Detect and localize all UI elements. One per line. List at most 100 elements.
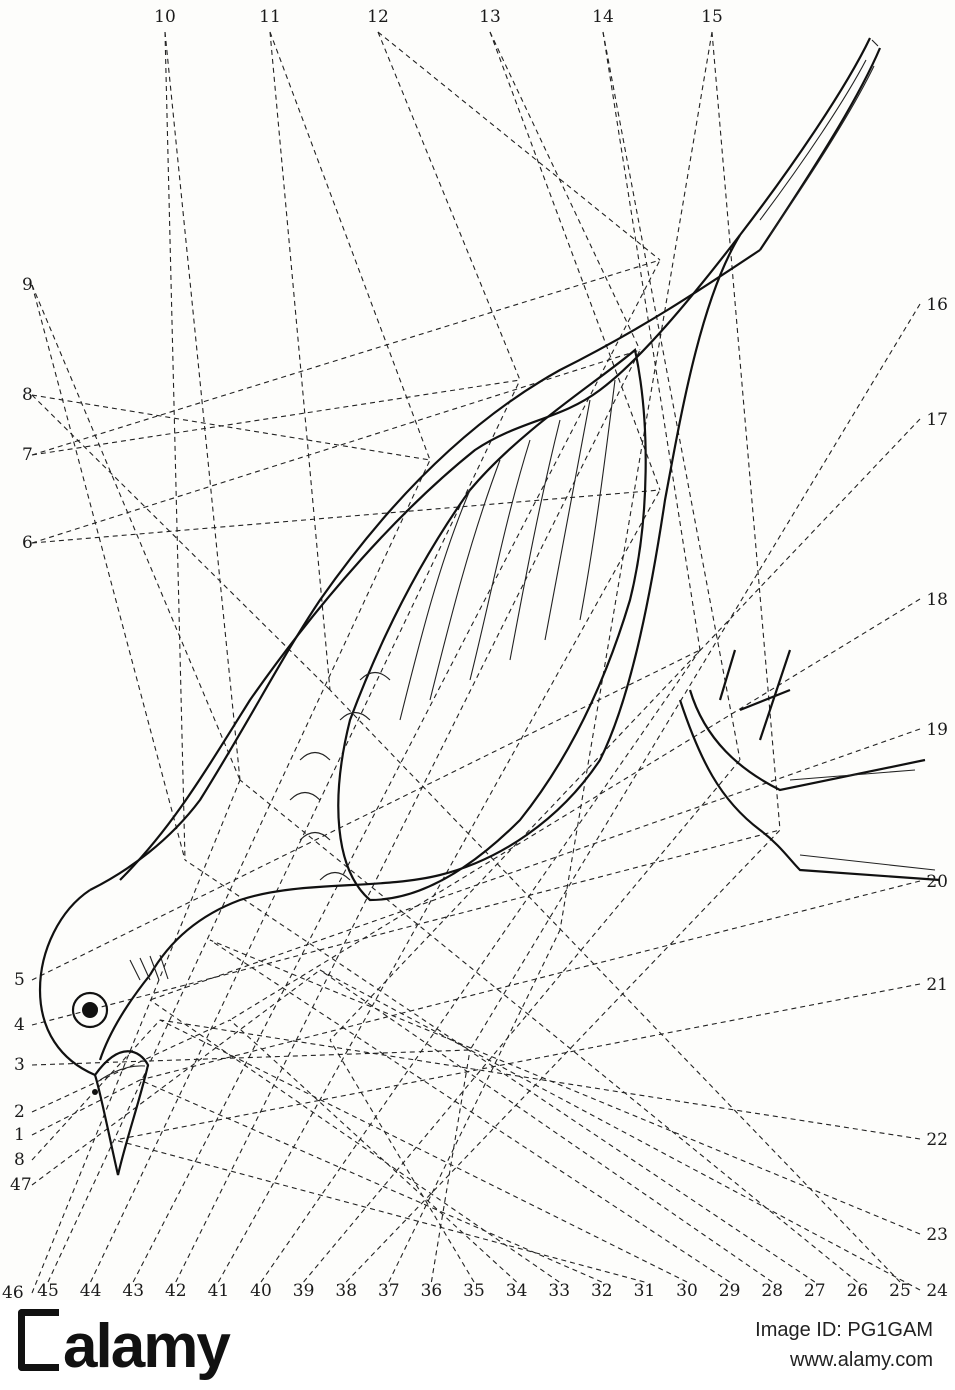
figure-label-bottom-0: 45 bbox=[37, 1281, 59, 1300]
leader-line-left-4-a bbox=[31, 649, 701, 981]
figure-label-bottom-1: 44 bbox=[80, 1281, 102, 1300]
leader-line-right-16 bbox=[469, 303, 921, 1051]
figure-label-bottom-9: 36 bbox=[421, 1281, 443, 1300]
leader-line-left-6-a bbox=[31, 1049, 471, 1066]
leader-line-top-13-b bbox=[489, 31, 661, 491]
figure-label-bottom-15: 30 bbox=[676, 1281, 698, 1300]
leader-line-left-0-a bbox=[31, 284, 186, 861]
alamy-logo: alamy bbox=[18, 1308, 231, 1382]
leader-line-top-11-b bbox=[269, 31, 431, 461]
figure-label-bottom-13: 32 bbox=[591, 1281, 613, 1300]
figure-label-bottom-2: 43 bbox=[122, 1281, 144, 1300]
leader-line-right-20 bbox=[139, 880, 921, 1081]
leader-line-bottom-0 bbox=[47, 459, 431, 1283]
figure-label-bottom-12: 33 bbox=[548, 1281, 570, 1300]
figure-label-right-23: 23 bbox=[926, 1225, 948, 1245]
leader-line-bottom-9 bbox=[430, 1049, 471, 1283]
figure-label-bottom-10: 35 bbox=[463, 1281, 485, 1300]
figure-label-left-7: 2 bbox=[14, 1102, 25, 1122]
figure-label-left-3: 6 bbox=[22, 533, 33, 553]
leader-line-bottom-3 bbox=[175, 349, 641, 1283]
leader-line-right-23 bbox=[209, 939, 921, 1235]
figure-label-right-16: 16 bbox=[926, 295, 948, 315]
figure-label-top-13: 13 bbox=[479, 7, 501, 27]
figure-label-bottom-3: 42 bbox=[165, 1281, 187, 1300]
leader-line-bottom-12 bbox=[149, 999, 560, 1283]
leader-line-bottom-17 bbox=[319, 969, 773, 1283]
figure-label-bottom-20: 25 bbox=[889, 1281, 911, 1300]
leader-line-left-2-b bbox=[31, 259, 661, 456]
leader-line-bottom-16 bbox=[209, 939, 730, 1283]
figure-label-bottom-14: 31 bbox=[634, 1281, 656, 1300]
figure-label-left-0: 9 bbox=[22, 275, 33, 295]
figure-label-left-8: 1 bbox=[14, 1125, 25, 1145]
leader-line-left-1-b bbox=[31, 394, 431, 461]
figure-label-left-6: 3 bbox=[14, 1055, 25, 1075]
leader-line-left-10-a bbox=[31, 969, 321, 1186]
figure-label-bottom-16: 29 bbox=[719, 1281, 741, 1300]
figure-label-left-9: 8 bbox=[14, 1150, 25, 1170]
leader-line-bottom-8 bbox=[388, 929, 561, 1283]
figure-label-left-11: 46 bbox=[2, 1283, 24, 1300]
leader-line-right-17 bbox=[329, 418, 921, 1041]
leader-line-left-7-a bbox=[31, 1019, 231, 1113]
watermark-footer: alamy Image ID: PG1GAM www.alamy.com bbox=[0, 1300, 955, 1390]
leader-line-left-3-a bbox=[31, 349, 641, 544]
figure-label-bottom-5: 40 bbox=[250, 1281, 272, 1300]
image-meta: Image ID: PG1GAM www.alamy.com bbox=[755, 1315, 933, 1375]
leader-line-bottom-18 bbox=[184, 859, 816, 1283]
figure-label-top-12: 12 bbox=[367, 7, 389, 27]
figure-label-top-10: 10 bbox=[154, 7, 176, 27]
figure-label-top-14: 14 bbox=[592, 7, 614, 27]
leader-line-bottom-2 bbox=[132, 259, 661, 1283]
figure-label-bottom-7: 38 bbox=[335, 1281, 357, 1300]
leader-line-bottom-5 bbox=[260, 649, 701, 1283]
figure-label-left-1: 8 bbox=[22, 385, 33, 405]
leader-line-bottom-4 bbox=[217, 489, 661, 1283]
leader-line-top-15-a bbox=[711, 31, 781, 831]
leader-line-bottom-7 bbox=[345, 829, 781, 1283]
figure-label-left-5: 4 bbox=[14, 1015, 25, 1035]
figure-label-bottom-18: 27 bbox=[804, 1281, 826, 1300]
figure-label-top-11: 11 bbox=[259, 7, 281, 27]
leader-line-top-14-b bbox=[602, 31, 741, 761]
leader-line-bottom-13 bbox=[139, 1079, 603, 1283]
figure-label-right-18: 18 bbox=[926, 590, 948, 610]
leader-line-bottom-11 bbox=[229, 1019, 517, 1283]
leader-line-right-24 bbox=[319, 969, 921, 1291]
figure-label-top-15: 15 bbox=[701, 7, 723, 27]
leader-line-top-10-a bbox=[164, 31, 186, 861]
figure-label-right-17: 17 bbox=[926, 410, 948, 430]
figure-label-right-22: 22 bbox=[926, 1130, 948, 1150]
figure-label-bottom-19: 26 bbox=[847, 1281, 869, 1300]
leader-line-top-12-b bbox=[377, 31, 661, 261]
leader-line-bottom-10 bbox=[329, 1039, 475, 1283]
leader-line-top-15-b bbox=[559, 31, 713, 931]
figure-label-bottom-11: 34 bbox=[506, 1281, 528, 1300]
leader-line-left-3-b bbox=[31, 489, 661, 544]
leader-line-bottom-1 bbox=[90, 379, 521, 1283]
figure-label-bottom-6: 39 bbox=[293, 1281, 315, 1300]
leader-line-right-22 bbox=[159, 1019, 921, 1140]
leader-line-bottom-20 bbox=[329, 689, 901, 1283]
figure-label-right-19: 19 bbox=[926, 720, 948, 740]
leader-line-left-8-a bbox=[31, 1079, 141, 1136]
leader-line-top-12-a bbox=[377, 31, 521, 381]
leader-line-bottom-14 bbox=[114, 1139, 645, 1283]
figure-label-right-21: 21 bbox=[926, 975, 948, 995]
leader-line-bottom-19 bbox=[239, 779, 858, 1283]
figure-label-left-10: 47 bbox=[10, 1175, 32, 1195]
figure-label-right-20: 20 bbox=[926, 872, 948, 892]
figure-label-bottom-17: 28 bbox=[761, 1281, 783, 1300]
leader-line-bottom-15 bbox=[159, 1019, 688, 1283]
figure-label-bottom-4: 41 bbox=[208, 1281, 230, 1300]
leader-line-left-0-b bbox=[31, 284, 241, 781]
figure-label-left-2: 7 bbox=[22, 445, 33, 465]
figure-label-left-4: 5 bbox=[14, 970, 25, 990]
leader-line-left-5-a bbox=[31, 829, 781, 1026]
image-url: www.alamy.com bbox=[790, 1349, 933, 1371]
leader-line-left-2-a bbox=[31, 379, 521, 456]
leader-line-right-21 bbox=[114, 983, 921, 1141]
